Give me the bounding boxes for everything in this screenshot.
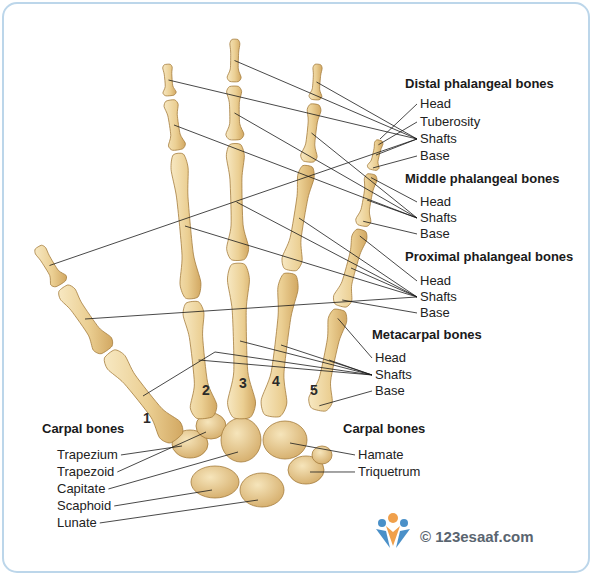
- part-label: Head: [420, 194, 451, 210]
- group-heading: Distal phalangeal bones: [405, 76, 554, 92]
- group-heading: Carpal bones: [42, 421, 124, 437]
- leader-line: [338, 318, 372, 358]
- leader-line: [235, 61, 418, 139]
- callout-number: 4: [272, 373, 280, 390]
- bone: [356, 174, 377, 227]
- leader-line: [310, 471, 355, 472]
- bone: [227, 39, 241, 82]
- part-label: Base: [375, 383, 405, 399]
- logo-head: [388, 513, 398, 523]
- part-label: Shafts: [420, 131, 457, 147]
- leader-line: [363, 221, 417, 234]
- callout-number: 2: [202, 382, 210, 399]
- leader-line: [329, 360, 372, 375]
- bone: [226, 143, 248, 260]
- leader-line: [240, 341, 372, 375]
- bone: [35, 245, 67, 287]
- leader-line: [114, 490, 212, 506]
- group-heading: Middle phalangeal bones: [405, 171, 560, 187]
- leader-line: [373, 156, 417, 168]
- part-label: Head: [420, 273, 451, 289]
- callout-number: 5: [310, 382, 318, 399]
- bone: [261, 273, 298, 417]
- leader-line: [281, 345, 372, 375]
- logo-head: [378, 519, 386, 527]
- leader-line: [85, 297, 417, 319]
- part-label: Shafts: [420, 210, 457, 226]
- logo-head: [400, 519, 408, 527]
- leader-line: [317, 82, 418, 139]
- bone: [59, 285, 113, 354]
- leader-line: [235, 113, 418, 218]
- group-heading: Proximal phalangeal bones: [405, 249, 573, 265]
- leader-line: [376, 139, 417, 155]
- leader-line: [367, 200, 417, 218]
- part-label: Base: [420, 148, 450, 164]
- leader-line: [100, 500, 258, 523]
- bone: [282, 165, 314, 271]
- leader-line: [199, 360, 373, 375]
- leader-line: [108, 452, 238, 489]
- frame-border: [3, 3, 589, 572]
- part-label: Capitate: [57, 481, 105, 497]
- callout-number: 1: [143, 410, 151, 427]
- group-heading: Metacarpal bones: [372, 327, 482, 343]
- leader-line: [185, 226, 417, 297]
- part-label: Trapezoid: [57, 464, 114, 480]
- callout-number: 3: [239, 375, 247, 392]
- watermark-logo: [376, 513, 410, 548]
- carpal-bone: [263, 421, 307, 459]
- leader-line: [319, 391, 372, 406]
- part-label: Tuberosity: [420, 114, 480, 130]
- part-label: Head: [375, 350, 406, 366]
- leader-line: [143, 352, 372, 396]
- leader-line: [174, 125, 417, 218]
- part-label: Shafts: [375, 367, 412, 383]
- part-label: Hamate: [358, 447, 404, 463]
- logo-body: [376, 529, 390, 548]
- leader-line: [299, 218, 417, 297]
- bones: [35, 39, 383, 507]
- leader-line: [237, 202, 418, 297]
- part-label: Triquetrum: [358, 464, 420, 480]
- part-label: Scaphoid: [57, 498, 111, 514]
- leader-line: [290, 443, 355, 455]
- part-label: Trapezium: [57, 447, 118, 463]
- leader-line: [342, 300, 417, 313]
- part-label: Head: [420, 96, 451, 112]
- carpal-bone: [191, 466, 239, 498]
- bone: [309, 64, 322, 100]
- part-label: Shafts: [420, 289, 457, 305]
- leader-line: [117, 432, 206, 472]
- part-label: Base: [420, 305, 450, 321]
- group-heading: Carpal bones: [343, 421, 425, 437]
- leader-line: [351, 268, 417, 297]
- bone: [301, 104, 321, 162]
- leader-line: [169, 80, 418, 139]
- leader-line: [50, 139, 418, 266]
- part-label: Lunate: [57, 515, 97, 531]
- watermark: © 123esaaf.com: [420, 528, 534, 546]
- leader-line: [312, 133, 418, 218]
- part-label: Base: [420, 226, 450, 242]
- logo-body: [396, 529, 410, 548]
